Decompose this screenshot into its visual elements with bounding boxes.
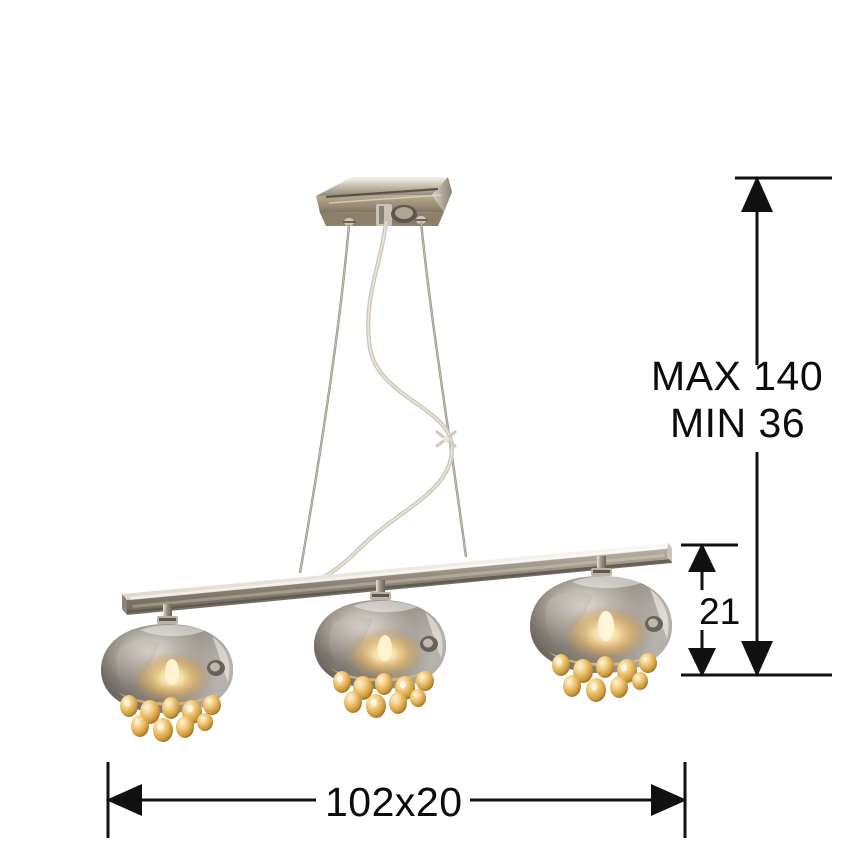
lamp-shade-center (314, 580, 446, 718)
crystal-droplet-cluster (333, 671, 434, 718)
vertical-height-dimension (735, 176, 832, 677)
cord-clip (435, 430, 457, 448)
overall-width-dimension (106, 762, 687, 838)
lamp-shade-right (530, 556, 672, 702)
crystal-droplet-cluster (552, 653, 657, 702)
ceiling-canopy (316, 177, 452, 226)
height-max-label: MAX 140 (651, 353, 823, 399)
suspension-cable-left (298, 223, 351, 574)
crystal-droplet-cluster (120, 695, 221, 742)
overall-width-label: 102x20 (325, 779, 463, 825)
horizontal-mounting-bar (122, 543, 672, 615)
power-cord (315, 219, 455, 583)
height-min-label: MIN 36 (670, 400, 805, 446)
shade-height-label: 21 (699, 591, 740, 632)
shade-height-dimension (681, 543, 738, 677)
lamp-shade-left (101, 604, 233, 742)
suspension-cable-right (419, 221, 468, 558)
